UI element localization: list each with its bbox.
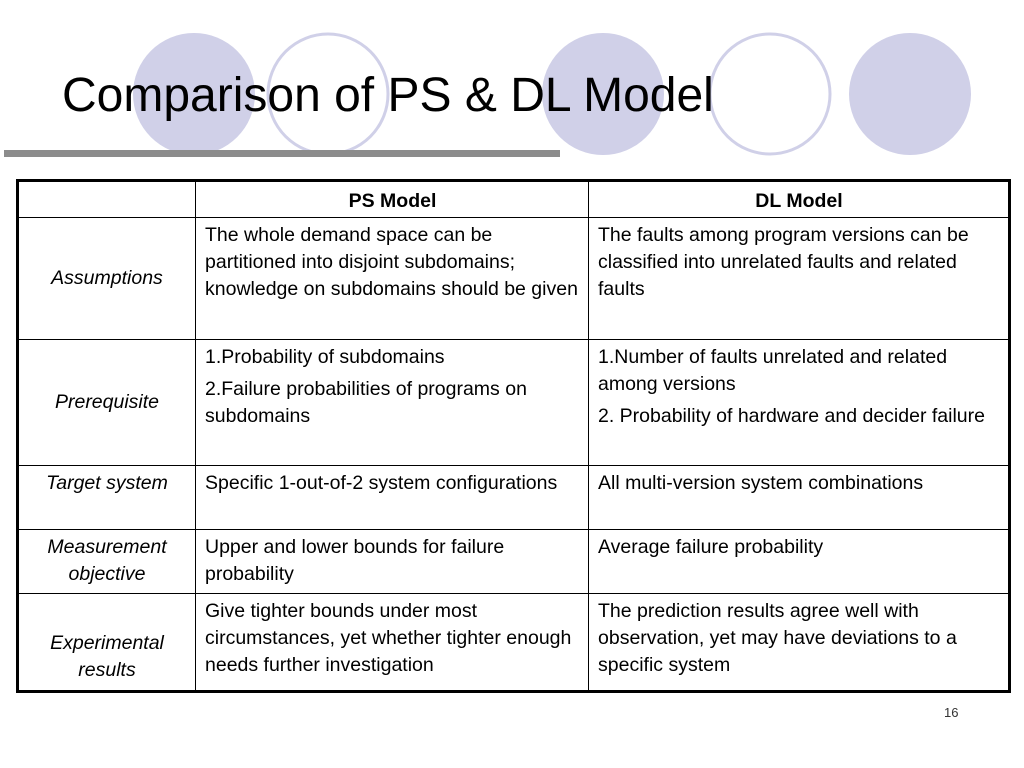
dl-model-cell: Average failure probability [588,529,1010,594]
decorative-circle-filled [849,33,971,155]
table-header-corner [17,180,196,218]
dl-model-cell: 1.Number of faults unrelated and related… [588,339,1010,466]
row-label-target-system: Target system [17,465,196,530]
table-header-dl-model: DL Model [588,180,1010,218]
row-label-measurement-objective: Measurement objective [17,529,196,594]
cell-text: 1.Probability of subdomains [205,346,445,368]
page-number: 16 [944,705,959,720]
cell-text: Upper and lower bounds for failure proba… [205,536,505,585]
cell-text: Specific 1-out-of-2 system configuration… [205,472,558,494]
dl-model-cell: The prediction results agree well with o… [588,593,1010,692]
cell-text: 2.Failure probabilities of programs on s… [205,378,527,427]
row-label-experimental-results: Experimental results [17,593,196,692]
cell-text: 2. Probability of hardware and decider f… [598,405,985,427]
comparison-table: PS Model DL Model Assumptions The whole … [16,179,1011,693]
table-header-ps-model: PS Model [195,180,589,218]
title-underline-bar [4,150,560,157]
ps-model-cell: Specific 1-out-of-2 system configuration… [195,465,589,530]
cell-text: Average failure probability [598,536,824,558]
cell-text: Give tighter bounds under most circumsta… [205,600,572,676]
ps-model-cell: 1.Probability of subdomains 2.Failure pr… [195,339,589,466]
cell-text: The whole demand space can be partitione… [205,224,578,300]
dl-model-cell: All multi-version system combinations [588,465,1010,530]
cell-text: The prediction results agree well with o… [598,600,957,676]
slide-title: Comparison of PS & DL Model [62,69,714,122]
decorative-circle-filled [133,33,255,155]
ps-model-cell: The whole demand space can be partitione… [195,217,589,340]
row-label-prerequisite: Prerequisite [17,339,196,466]
table-row: Target system Specific 1-out-of-2 system… [17,465,1010,530]
ps-model-cell: Upper and lower bounds for failure proba… [195,529,589,594]
ps-model-cell: Give tighter bounds under most circumsta… [195,593,589,692]
dl-model-cell: The faults among program versions can be… [588,217,1010,340]
row-label-assumptions: Assumptions [17,217,196,340]
decorative-background [4,32,971,157]
table-row: Measurement objective Upper and lower bo… [17,529,1010,594]
decorative-circle-outline [708,32,832,156]
decorative-circle-filled [542,33,664,155]
table-row: Prerequisite 1.Probability of subdomains… [17,339,1010,466]
cell-text: The faults among program versions can be… [598,224,969,300]
table-row: Assumptions The whole demand space can b… [17,217,1010,340]
cell-text: All multi-version system combinations [598,472,924,494]
cell-text: 1.Number of faults unrelated and related… [598,346,948,395]
table-row: Experimental results Give tighter bounds… [17,593,1010,692]
table-header-row: PS Model DL Model [17,180,1010,218]
